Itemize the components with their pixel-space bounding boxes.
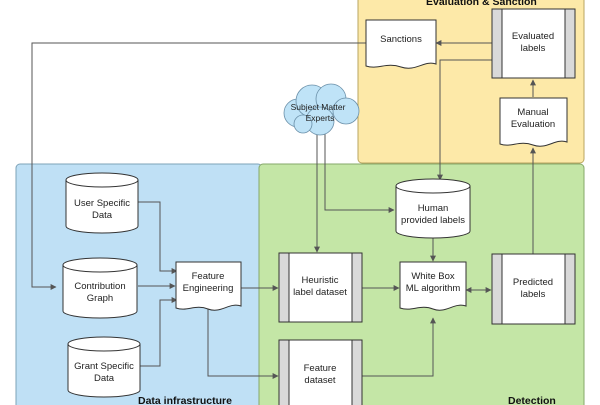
contribution-graph-label-1: Contribution [74,281,125,292]
manual-evaluation-label-2: Evaluation [511,119,555,130]
user-specific-data-label-1: User Specific [74,198,130,209]
sme-cloud: Subject Matter Experts [283,83,360,136]
feature-dataset-label-2: dataset [304,375,336,386]
infrastructure-region-title: Data infrastructure [138,395,232,405]
whitebox-ml-label-1: White Box [411,271,455,282]
evaluated-labels-process: Evaluated labels [491,8,576,79]
edge-user-data-to-fe [138,201,178,274]
grant-specific-data-label-2: Data [94,373,115,384]
detection-region-title: Detection [508,395,556,405]
evaluated-labels-label-1: Evaluated [512,31,554,42]
sme-label-2: Experts [306,113,335,123]
contribution-graph-label-2: Graph [87,293,113,304]
evaluated-labels-label-2: labels [521,43,546,54]
predicted-labels-label-1: Predicted [513,277,553,288]
edge-sanctions-to-contribution [31,42,366,290]
feature-engineering-label-1: Feature [192,271,225,282]
edge-fe-to-feature-dataset [207,308,279,379]
sme-label-1: Subject Matter [291,102,346,112]
edge-grant-data-to-fe [138,297,178,367]
feature-dataset-label-1: Feature [304,363,337,374]
predicted-labels-process: Predicted labels [491,253,576,325]
user-specific-data-database: User Specific Data [65,172,139,234]
edge-feature-dataset-to-whitebox [362,317,436,377]
user-specific-data-label-2: Data [92,210,113,221]
edge-evaluated-to-human-labels [437,59,492,181]
edges [31,40,536,379]
feature-dataset-process: Feature dataset [278,339,363,405]
manual-evaluation-label-1: Manual [517,107,548,118]
contribution-graph-database: Contribution Graph [62,257,138,319]
heuristic-dataset-label-1: Heuristic [302,275,339,286]
grant-specific-data-database: Grant Specific Data [67,336,141,398]
heuristic-dataset-process: Heuristic label dataset [278,252,363,323]
whitebox-ml-label-2: ML algorithm [406,283,461,294]
heuristic-dataset-label-2: label dataset [293,287,347,298]
edge-sme-to-human-labels [324,130,395,213]
sanctions-label: Sanctions [380,34,422,45]
sanctions-document: Sanctions [365,19,437,69]
evaluation-region-title: Evaluation & Sanction [426,0,537,8]
feature-engineering-document: Feature Engineering [175,261,242,311]
human-labels-label-1: Human [418,203,449,214]
predicted-labels-label-2: labels [521,289,546,300]
human-labels-label-2: provided labels [401,215,465,226]
grant-specific-data-label-1: Grant Specific [74,361,134,372]
manual-evaluation-document: Manual Evaluation [499,97,568,147]
human-labels-database: Human provided labels [395,178,471,239]
whitebox-ml-document: White Box ML algorithm [399,261,467,311]
feature-engineering-label-2: Engineering [183,283,234,294]
